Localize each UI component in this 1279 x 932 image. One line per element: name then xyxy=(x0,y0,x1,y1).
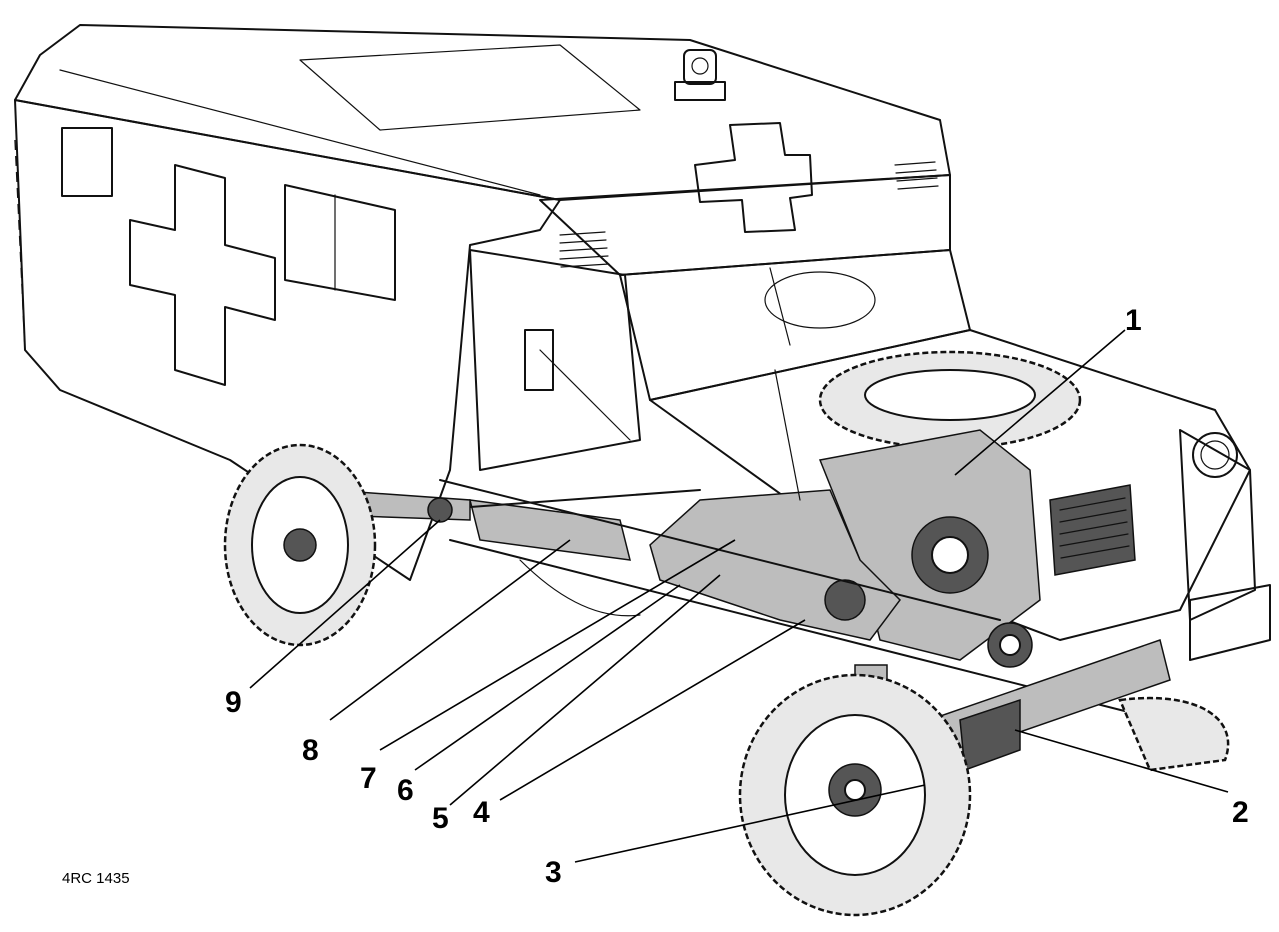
ambulance-body xyxy=(14,24,1271,661)
callout-6: 6 xyxy=(397,774,414,807)
callout-7: 7 xyxy=(360,762,377,795)
engine-and-chassis xyxy=(329,350,1171,772)
callout-1: 1 xyxy=(1125,304,1142,337)
callout-3: 3 xyxy=(545,856,562,889)
callout-8: 8 xyxy=(302,734,319,767)
reference-code: 4RC 1435 xyxy=(62,870,130,887)
callout-5: 5 xyxy=(432,802,449,835)
rear-wheel xyxy=(223,443,377,647)
callout-9: 9 xyxy=(225,686,242,719)
callout-labels: 1 2 3 4 5 6 7 8 9 4RC 1435 xyxy=(62,304,1249,889)
callout-4: 4 xyxy=(473,796,490,829)
callout-2: 2 xyxy=(1232,796,1249,829)
front-right-wheel xyxy=(1118,696,1230,772)
leader-lines xyxy=(249,329,1229,863)
front-wheel xyxy=(738,673,972,917)
